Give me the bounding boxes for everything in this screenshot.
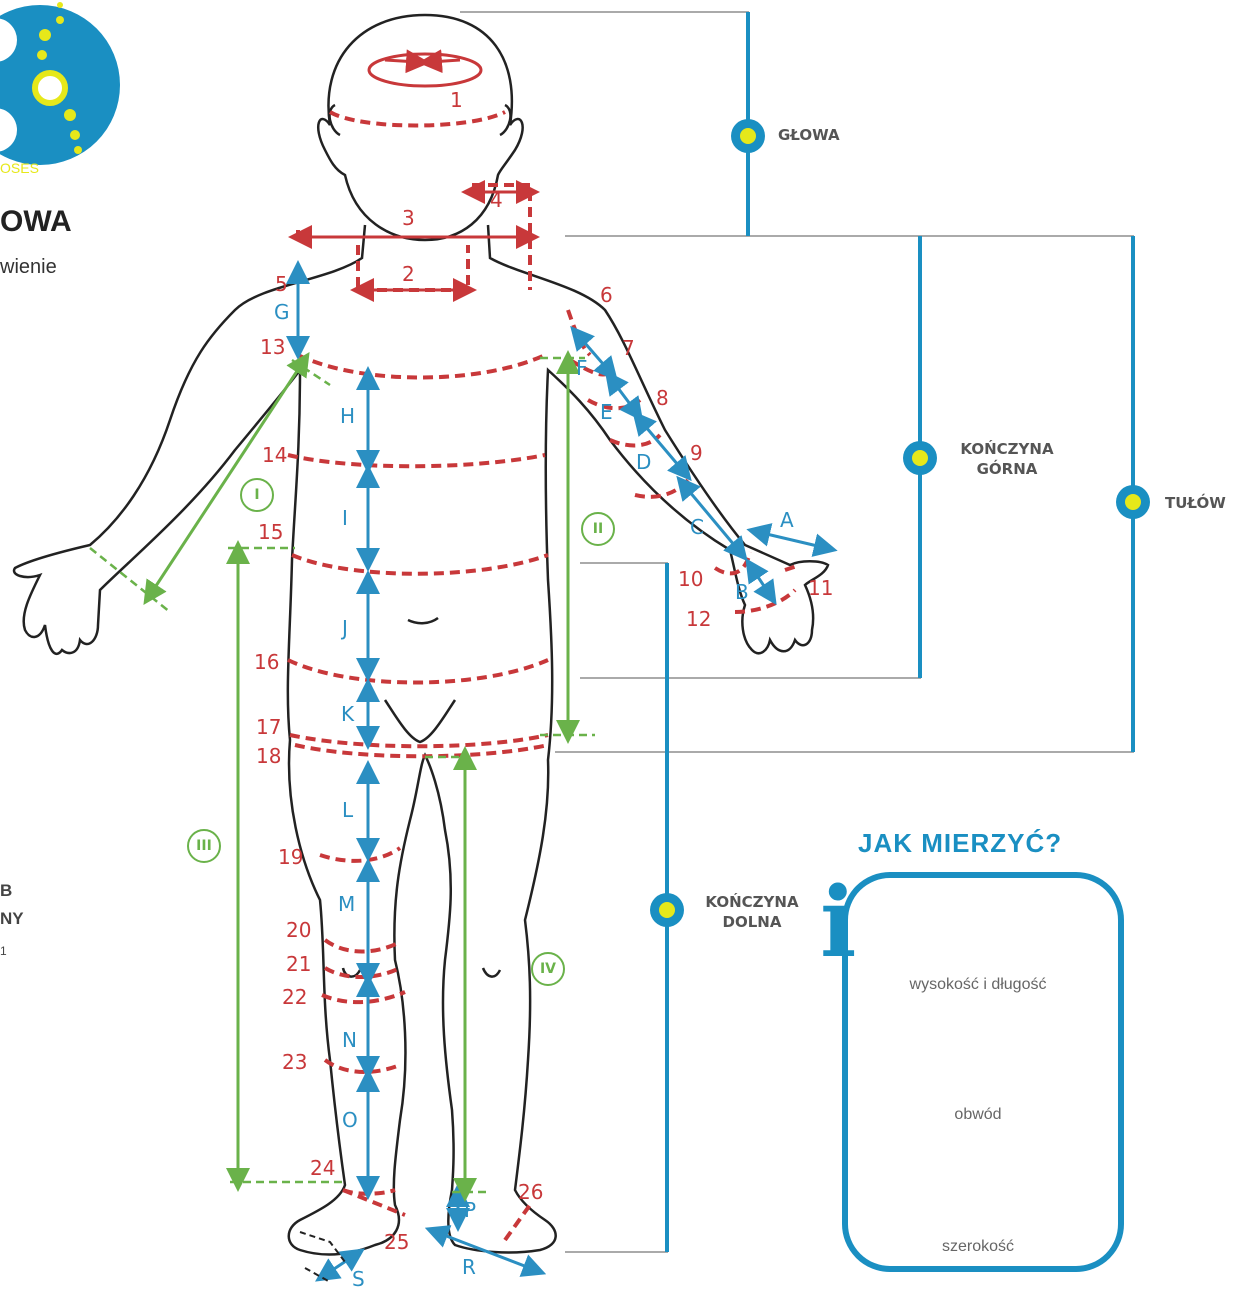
- measure-letter: J: [342, 616, 348, 640]
- roman-label: III: [187, 829, 221, 863]
- measure-number: 18: [256, 744, 281, 768]
- measure-number: 1: [450, 88, 463, 112]
- measure-letter: F: [576, 356, 588, 380]
- roman-label: I: [240, 478, 274, 512]
- measure-number: 10: [678, 567, 703, 591]
- measure-letter: N: [342, 1028, 357, 1052]
- circumference-caption: obwód: [858, 1106, 1098, 1124]
- measure-number: 5: [275, 272, 288, 296]
- region-label-upper-limb-2: GÓRNA: [952, 460, 1062, 478]
- roman-label: II: [581, 512, 615, 546]
- measure-number: 20: [286, 918, 311, 942]
- lower-limb-node-icon: [650, 893, 684, 927]
- region-label-lower-limb-2: DOLNA: [697, 913, 807, 931]
- side-text-line-1: B: [0, 880, 12, 902]
- measure-letter: B: [735, 580, 749, 604]
- measure-letter: S: [352, 1267, 365, 1291]
- measure-number: 26: [518, 1180, 543, 1204]
- head-node-icon: [731, 119, 765, 153]
- measure-number: 6: [600, 283, 613, 307]
- measure-number: 2: [402, 262, 415, 286]
- measure-letter: C: [690, 515, 704, 539]
- torso-node-icon: [1116, 485, 1150, 519]
- measure-letter: I: [342, 506, 348, 530]
- measure-number: 19: [278, 845, 303, 869]
- measure-number: 17: [256, 715, 281, 739]
- logo-text: OSES: [0, 160, 39, 176]
- subtitle-fragment: wienie: [0, 256, 57, 279]
- measure-letter: D: [636, 450, 651, 474]
- measure-number: 13: [260, 335, 285, 359]
- info-title: JAK MIERZYĆ?: [858, 828, 1062, 859]
- measure-letter: G: [274, 300, 290, 324]
- measure-number: 11: [808, 576, 833, 600]
- measure-number: 12: [686, 607, 711, 631]
- measure-number: 22: [282, 985, 307, 1009]
- body-outline: [14, 15, 828, 1255]
- circumference-lines: [288, 112, 800, 1240]
- measure-letter: E: [600, 400, 613, 424]
- measure-letter: R: [462, 1255, 476, 1279]
- measure-number: 15: [258, 520, 283, 544]
- measure-number: 9: [690, 441, 703, 465]
- measure-number: 7: [622, 336, 635, 360]
- region-label-upper-limb-1: KOŃCZYNA: [952, 440, 1062, 458]
- measure-number: 8: [656, 386, 669, 410]
- upper-limb-node-icon: [903, 441, 937, 475]
- measure-letter: K: [341, 702, 354, 726]
- measure-number: 21: [286, 952, 311, 976]
- measure-letter: A: [780, 508, 794, 532]
- measure-number: 3: [402, 206, 415, 230]
- roman-label: IV: [531, 952, 565, 986]
- page-title-fragment: OWA: [0, 205, 72, 239]
- region-label-head: GŁOWA: [778, 126, 840, 144]
- measure-number: 16: [254, 650, 279, 674]
- info-panel: [842, 872, 1124, 1272]
- measure-number: 25: [384, 1230, 409, 1254]
- measure-number: 4: [490, 188, 503, 212]
- measure-number: 14: [262, 443, 287, 467]
- info-icon: i: [820, 875, 856, 971]
- width-caption: szerokość: [858, 1238, 1098, 1256]
- measure-number: 23: [282, 1050, 307, 1074]
- side-text-line-3: 1: [0, 940, 7, 962]
- side-text-line-2: NY: [0, 908, 24, 930]
- measure-letter: O: [342, 1108, 358, 1132]
- measure-letter: L: [342, 798, 353, 822]
- height-caption: wysokość i długość: [858, 976, 1098, 994]
- measure-letter: P: [464, 1198, 476, 1222]
- measure-letter: H: [340, 404, 355, 428]
- measure-number: 24: [310, 1156, 335, 1180]
- region-label-lower-limb-1: KOŃCZYNA: [697, 893, 807, 911]
- measure-letter: M: [338, 892, 355, 916]
- region-label-torso: TUŁÓW: [1165, 494, 1226, 512]
- logo-icon: [0, 2, 120, 165]
